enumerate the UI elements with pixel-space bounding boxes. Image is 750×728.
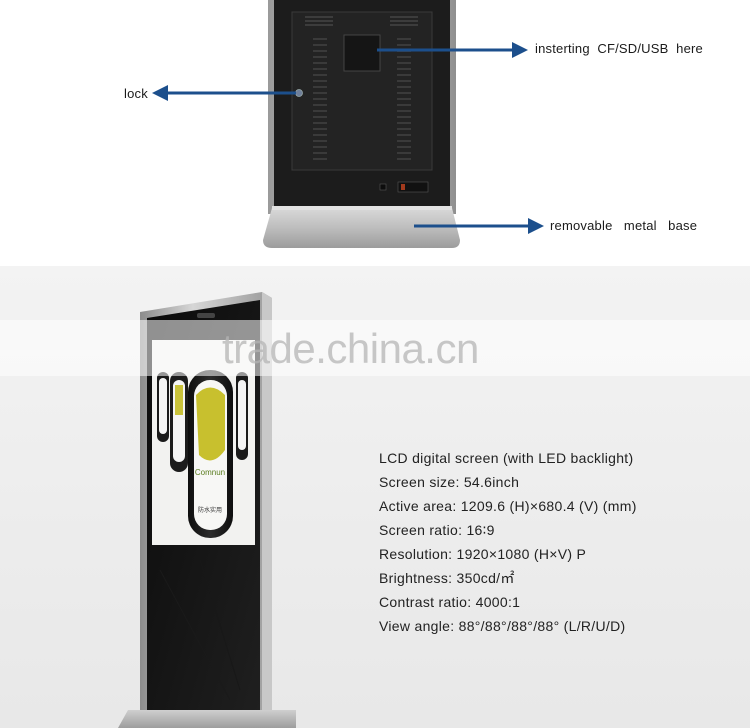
spec-active-area: Active area: 1209.6 (H)×680.4 (V) (mm) [379,498,637,514]
watermark-band [0,320,750,376]
top-vents [305,16,418,26]
bottle-product-label: 防水实用 [198,506,222,514]
spec-display-type: LCD digital screen (with LED backlight) [379,450,634,466]
watermark-text: trade.china.cn [222,325,479,372]
spec-brightness: Brightness: 350cd/㎡ [379,570,515,586]
spec-list: LCD digital screen (with LED backlight) … [379,446,637,638]
arrow-base [414,218,544,234]
spec-view-angle: View angle: 88°/88°/88°/88° (L/R/U/D) [379,618,626,634]
right-vents [397,38,411,160]
arrow-storage [377,42,528,58]
spec-screen-ratio: Screen ratio: 16∶9 [379,522,495,538]
kiosk-back-illustration [152,0,544,248]
callout-removable-base: removable metal base [550,218,698,233]
bottle-brand-label: Comnun [195,468,225,477]
spec-screen-size: Screen size: 54.6inch [379,474,520,490]
arrow-lock [152,85,296,101]
back-view-section: insterting CF/SD/USB here lock removable… [0,0,750,266]
left-vents [313,38,327,160]
callout-storage-slot: insterting CF/SD/USB here [535,41,703,56]
lock-icon [295,89,303,97]
callout-lock: lock [124,86,148,101]
camera-icon [197,313,215,318]
kiosk-base [263,208,460,248]
power-switch-icon [397,181,429,193]
card-slot-box [343,34,381,72]
power-socket-icon [379,183,387,191]
spec-contrast-ratio: Contrast ratio: 4000:1 [379,594,521,610]
spec-resolution: Resolution: 1920×1080 (H×V) P [379,546,587,562]
kiosk-front-base [118,710,296,728]
